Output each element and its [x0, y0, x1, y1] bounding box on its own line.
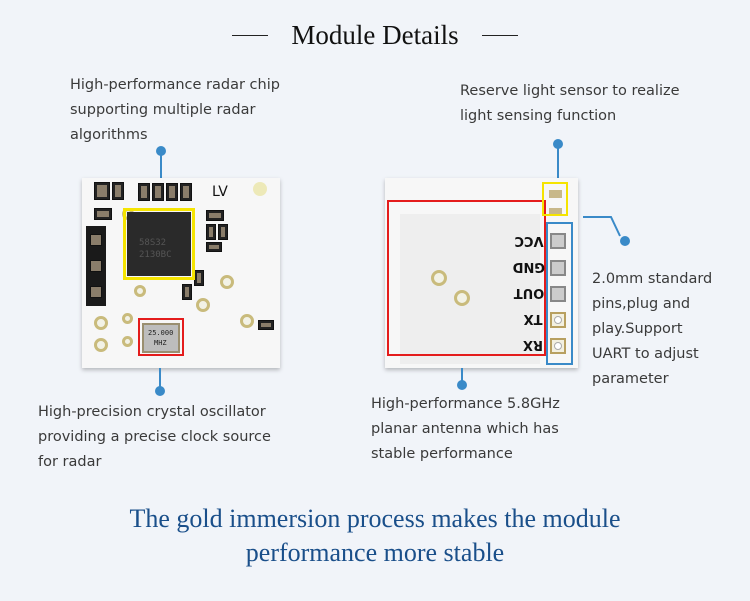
pin-label-vcc: VCC	[514, 233, 544, 248]
radar-chip: 58S32 2130BC	[127, 212, 191, 276]
callout-line: planar antenna which has	[371, 421, 559, 437]
smd-component	[206, 210, 224, 221]
callout-line: High-precision crystal oscillator	[38, 404, 266, 420]
title-right-rule	[481, 35, 518, 36]
pins-highlight-box	[546, 222, 573, 365]
callout-line: High-performance radar chip	[70, 77, 280, 93]
via-pad	[94, 338, 108, 352]
smd-component	[94, 182, 110, 200]
callout-line: algorithms	[70, 127, 148, 143]
antenna-highlight-box	[387, 200, 546, 356]
via-pad	[454, 290, 470, 306]
pin-label-rx: RX	[522, 337, 544, 352]
pin-gnd	[550, 260, 566, 276]
callout-line: providing a precise clock source	[38, 429, 271, 445]
callout-dot	[155, 386, 165, 396]
chip-highlight-box	[123, 208, 195, 280]
smd-component	[138, 183, 150, 201]
page-title: Module Details	[291, 20, 459, 50]
callout-line: UART to adjust	[592, 346, 699, 362]
smd-component	[90, 286, 102, 298]
via-pad	[431, 270, 447, 286]
callout-line: High-performance 5.8GHz	[371, 396, 560, 412]
footer-tagline: The gold immersion process makes the mod…	[0, 502, 750, 570]
pins-leader-line	[583, 216, 630, 246]
chip-marking: 58S32	[139, 238, 167, 248]
callout-line: stable performance	[371, 446, 513, 462]
pin-rx	[550, 338, 566, 354]
smd-component	[180, 183, 192, 201]
via-pad	[196, 298, 210, 312]
pin-out	[550, 286, 566, 302]
callout-leader-line	[557, 144, 559, 180]
callout-dot	[457, 380, 467, 390]
footer-line: The gold immersion process makes the mod…	[129, 504, 621, 533]
smd-component	[182, 284, 192, 300]
callout-line: play.Support	[592, 321, 683, 337]
callout-line: pins,plug and	[592, 296, 691, 312]
pin-label-out: OUT	[513, 285, 545, 300]
callout-radar-chip: High-performance radar chip supporting m…	[70, 73, 280, 148]
title-left-rule	[232, 35, 269, 36]
crystal-oscillator: 25.000 MHZ	[142, 323, 180, 353]
smd-component	[258, 320, 274, 330]
via-pad	[220, 275, 234, 289]
crystal-marking: MHZ	[154, 339, 167, 347]
smd-component	[206, 224, 216, 240]
sensor-pad	[253, 182, 267, 196]
callout-antenna: High-performance 5.8GHz planar antenna w…	[371, 392, 560, 467]
callout-leader-line	[461, 368, 463, 384]
smd-component	[218, 224, 228, 240]
via-pad	[122, 336, 133, 347]
smd-component	[206, 242, 222, 252]
callout-line: 2.0mm standard	[592, 271, 713, 287]
callout-leader-line	[159, 368, 161, 390]
chip-marking: 2130BC	[139, 250, 172, 260]
pin-vcc	[550, 233, 566, 249]
callout-line: Reserve light sensor to realize	[460, 83, 680, 99]
light-sensor-pad	[549, 190, 562, 198]
smd-component	[90, 234, 102, 246]
crystal-marking: 25.000	[148, 329, 174, 337]
smd-component	[112, 182, 124, 200]
smd-component	[90, 260, 102, 272]
pin-tx	[550, 312, 566, 328]
front-board-image: LV 58S32 2130BC 25.000 MHZ	[82, 178, 280, 368]
pin-label-gnd: GND	[512, 259, 545, 274]
callout-line: supporting multiple radar	[70, 102, 256, 118]
light-sensor-pad	[549, 208, 562, 216]
callout-line: light sensing function	[460, 108, 617, 124]
smd-component	[152, 183, 164, 201]
callout-line: for radar	[38, 454, 102, 470]
light-sensor-highlight-box	[542, 182, 568, 216]
via-pad	[240, 314, 254, 328]
via-pad	[94, 316, 108, 330]
callout-pins: 2.0mm standard pins,plug and play.Suppor…	[592, 267, 712, 392]
smd-component	[194, 270, 204, 286]
callout-crystal: High-precision crystal oscillator provid…	[38, 400, 271, 475]
via-pad	[122, 313, 133, 324]
via-pad	[134, 285, 146, 297]
callout-line: parameter	[592, 371, 669, 387]
crystal-highlight-box	[138, 318, 184, 356]
section-header: Module Details	[0, 20, 750, 51]
callout-light-sensor: Reserve light sensor to realize light se…	[460, 79, 680, 129]
footer-line: performance more stable	[245, 538, 505, 567]
smd-component	[94, 208, 112, 220]
pin-label-tx: TX	[523, 311, 543, 326]
antenna-area	[400, 214, 540, 364]
smd-component	[166, 183, 178, 201]
back-board-image: VCC GND OUT TX RX	[385, 178, 578, 368]
silkscreen-label: LV	[212, 184, 228, 200]
